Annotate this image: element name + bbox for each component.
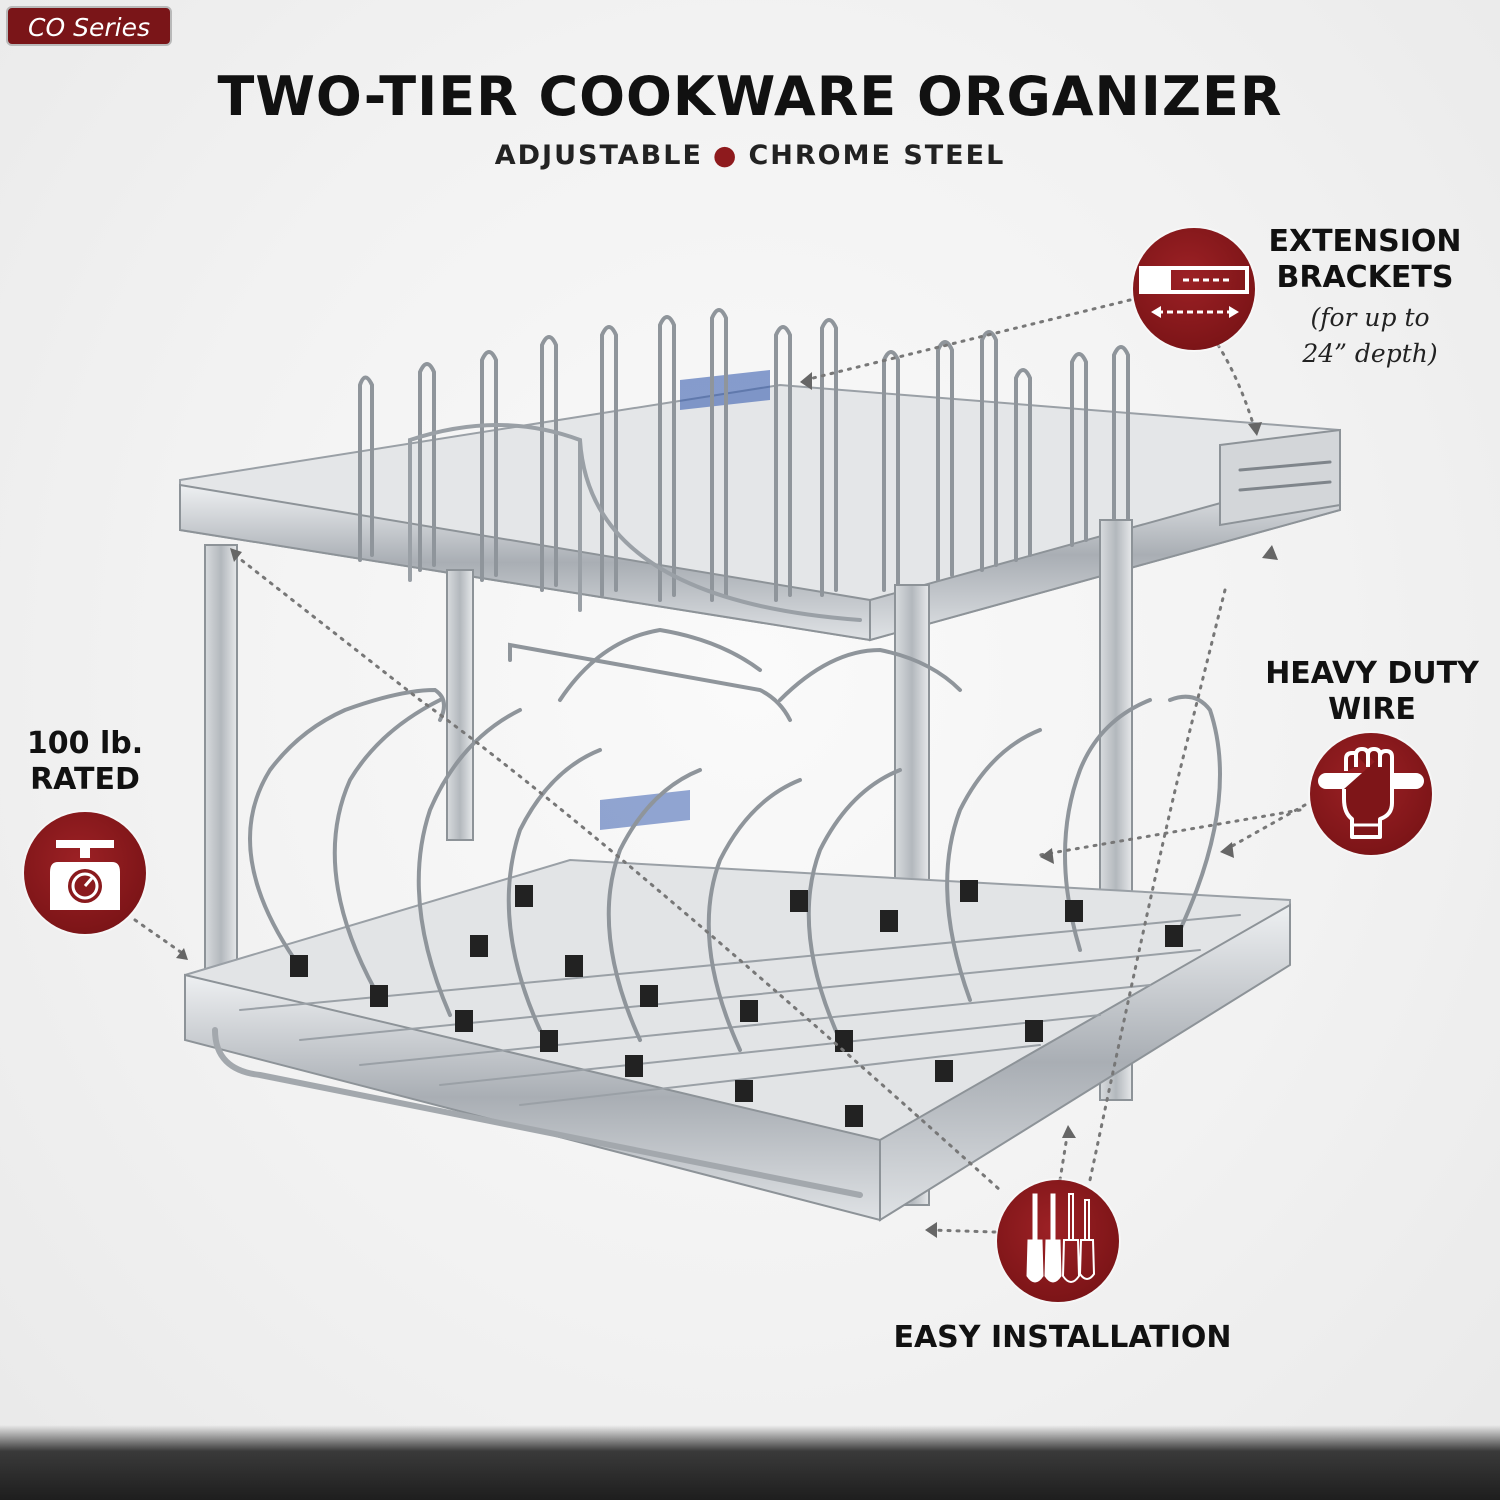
gripping-fist-icon [1318,747,1424,839]
series-badge: CO Series [6,6,172,46]
extension-bracket-badge [1133,228,1255,350]
extension-title-line2: BRACKETS [1276,260,1454,295]
bracket-icon [1139,266,1249,318]
upper-tier [179,308,1341,642]
extension-brackets-note: (for up to 24” depth) [1265,300,1475,372]
page-title: TWO-TIER COOKWARE ORGANIZER [217,65,1283,128]
heavy-duty-title-line2: WIRE [1328,692,1416,727]
scale-icon [50,840,120,910]
bottom-shadow-band [0,1425,1500,1500]
rated-badge [24,812,146,934]
rated-title-line2: RATED [30,762,140,797]
heavy-duty-wire-badge [1310,733,1432,855]
extension-note-line2: 24” depth) [1302,339,1438,368]
bullet-dot: ● [712,140,739,171]
extension-brackets-title: EXTENSION BRACKETS [1250,224,1480,296]
subtitle: ADJUSTABLE ● CHROME STEEL [0,140,1500,171]
leader-lines [133,298,1307,1234]
easy-installation-title: EASY INSTALLATION [893,1320,1232,1355]
subtitle-chrome-steel: CHROME STEEL [748,140,1006,171]
extension-note-line1: (for up to [1310,303,1430,332]
heavy-duty-wire-title: HEAVY DUTY WIRE [1250,656,1494,728]
screwdrivers-icon [1026,1193,1096,1283]
leader-arrowheads [176,372,1278,1238]
installation-badge [997,1180,1119,1302]
extension-title-line1: EXTENSION [1268,224,1462,259]
rated-title: 100 lb. RATED [10,726,160,798]
lower-tier [184,627,1291,1222]
rated-title-line1: 100 lb. [26,726,144,761]
heavy-duty-title-line1: HEAVY DUTY [1265,656,1479,691]
subtitle-adjustable: ADJUSTABLE [494,140,703,171]
